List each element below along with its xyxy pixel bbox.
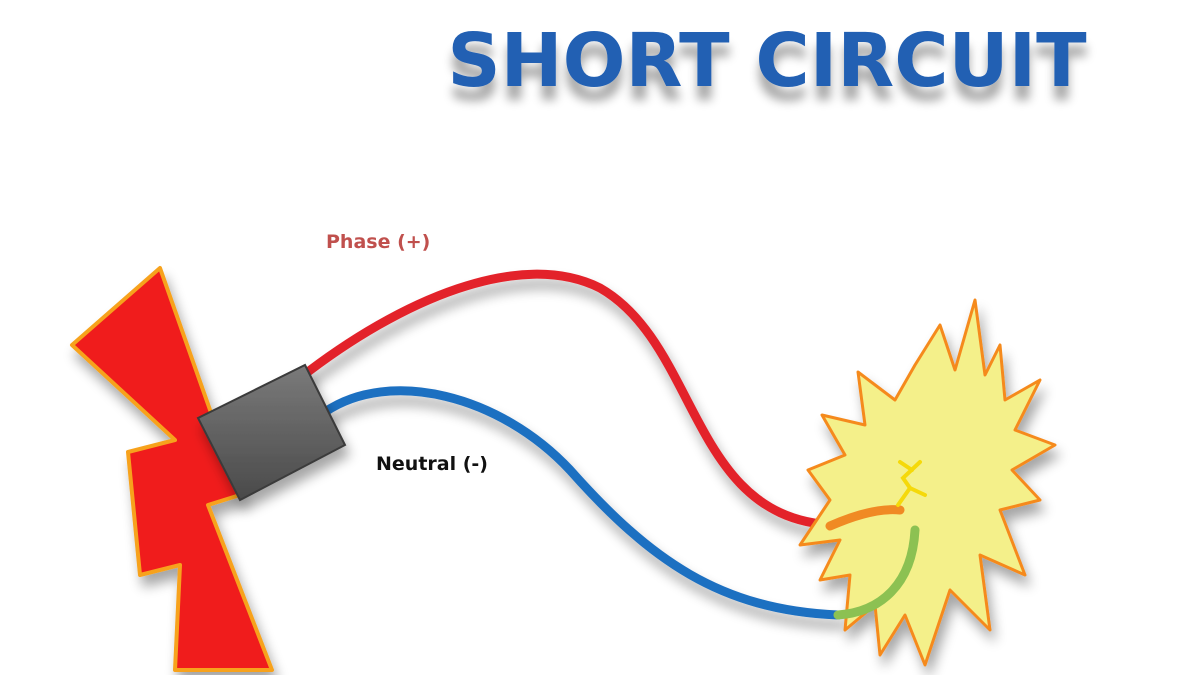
phase-label: Phase (+) [326,231,430,253]
plug-housing [196,363,347,502]
lightning-bolt-icon [70,266,274,672]
diagram-title: SHORT CIRCUIT [447,18,1087,104]
neutral-label: Neutral (-) [376,453,488,475]
phase-exposed-conductor [825,505,905,531]
wires [295,269,843,620]
phase-wire [295,269,840,530]
arc-spark-lines [896,460,927,507]
spark-burst-icon [798,298,1057,667]
neutral-wire [320,386,843,620]
neutral-exposed-conductor [833,525,920,620]
